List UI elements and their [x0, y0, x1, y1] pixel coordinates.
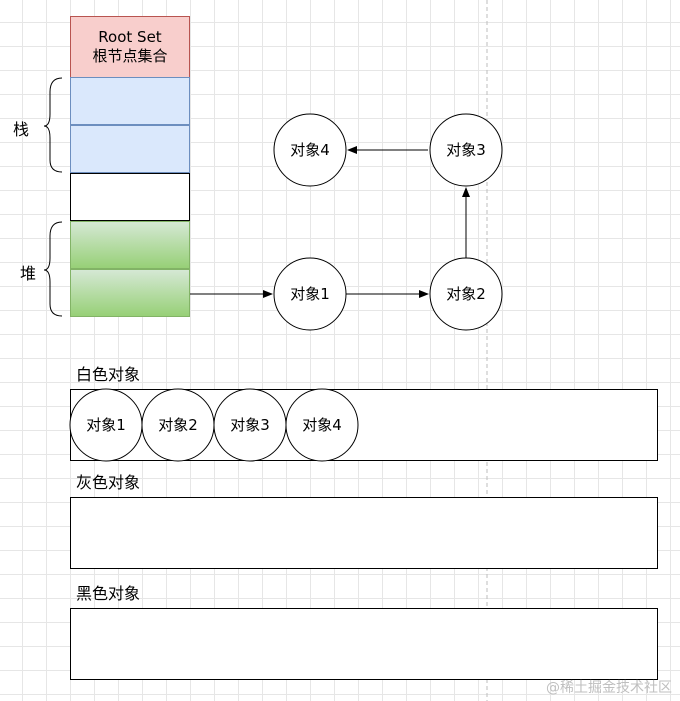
watermark: @稀土掘金技术社区 — [546, 680, 672, 696]
stack-label: 栈 — [13, 120, 30, 139]
heap-cell-1 — [70, 221, 190, 269]
node-obj2-label: 对象2 — [446, 285, 486, 303]
node-obj1-label: 对象1 — [290, 285, 330, 303]
heap-label: 堆 — [20, 264, 37, 283]
white-node-2: 对象2 — [141, 388, 215, 462]
node-obj4: 对象4 — [273, 113, 347, 187]
white-node-1-label: 对象1 — [86, 416, 126, 434]
empty-cell — [70, 173, 190, 221]
white-objects-title: 白色对象 — [76, 365, 141, 384]
node-obj3-label: 对象3 — [446, 141, 486, 159]
gray-objects-box — [70, 497, 658, 569]
white-node-3-label: 对象3 — [230, 416, 270, 434]
stack-brace — [43, 77, 63, 173]
gray-objects-title: 灰色对象 — [76, 473, 141, 492]
white-node-1: 对象1 — [69, 388, 143, 462]
stack-cell-2 — [70, 125, 190, 173]
black-objects-box — [70, 608, 658, 680]
node-obj1: 对象1 — [273, 257, 347, 331]
stack-cell-1 — [70, 77, 190, 125]
root-set-subtitle: 根节点集合 — [92, 47, 168, 65]
white-node-4-label: 对象4 — [302, 416, 342, 434]
heap-brace — [43, 221, 63, 317]
white-node-2-label: 对象2 — [158, 416, 198, 434]
node-obj3: 对象3 — [429, 113, 503, 187]
node-obj2: 对象2 — [429, 257, 503, 331]
heap-cell-2 — [70, 269, 190, 317]
black-objects-title: 黑色对象 — [76, 584, 141, 603]
node-obj4-label: 对象4 — [290, 141, 330, 159]
white-node-4: 对象4 — [285, 388, 359, 462]
white-node-3: 对象3 — [213, 388, 287, 462]
root-set-title: Root Set — [98, 28, 162, 46]
